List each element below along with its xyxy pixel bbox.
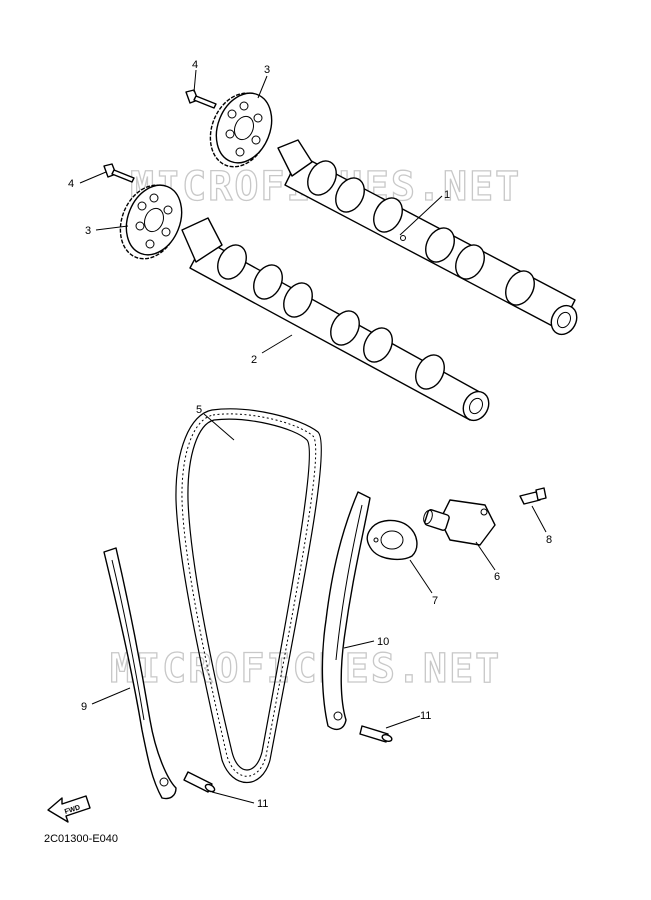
guide-pin-lower[interactable] [183, 771, 216, 793]
cam-sprocket-lower[interactable] [110, 176, 192, 267]
diagram-code: 2C01300-E040 [44, 833, 118, 845]
chain-tensioner[interactable] [422, 499, 496, 546]
forward-arrow-icon: FWD [47, 795, 91, 823]
callout-8: 8 [546, 534, 552, 546]
leader-lines [79, 69, 547, 804]
fwd-label: FWD [64, 804, 81, 816]
tensioner-bolt[interactable] [519, 487, 547, 505]
tensioner-gasket[interactable] [366, 519, 418, 561]
chain-guide-left[interactable] [103, 547, 177, 800]
sprocket-bolt-upper[interactable] [185, 89, 217, 109]
callout-4-upper: 4 [192, 59, 198, 71]
callout-5: 5 [196, 404, 202, 416]
callout-10: 10 [377, 636, 389, 648]
timing-chain[interactable] [175, 408, 322, 784]
callout-3-lower: 3 [85, 225, 91, 237]
callout-7: 7 [432, 595, 438, 607]
camshaft-1[interactable] [277, 139, 582, 339]
callout-11-upper: 11 [420, 710, 431, 722]
cam-sprocket-upper[interactable] [200, 84, 282, 175]
guide-pin-upper[interactable] [359, 725, 393, 743]
callout-4-lower: 4 [68, 178, 74, 190]
callout-3-upper: 3 [264, 64, 270, 76]
chain-guide-right[interactable] [321, 491, 371, 731]
callout-1: 1 [444, 189, 450, 201]
callout-11-lower: 11 [257, 798, 268, 810]
callout-6: 6 [494, 571, 500, 583]
watermark-bottom: MICROFICHES.NET [110, 646, 501, 692]
camshaft-2[interactable] [181, 217, 494, 425]
callout-2: 2 [251, 354, 257, 366]
callout-9: 9 [81, 701, 87, 713]
sprocket-bolt-lower[interactable] [103, 163, 135, 183]
